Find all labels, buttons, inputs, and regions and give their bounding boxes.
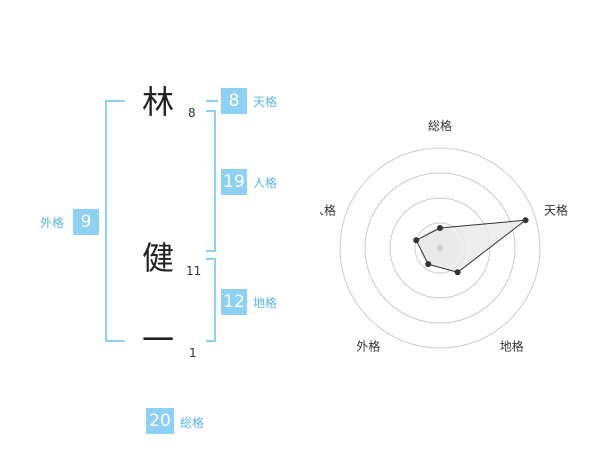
- radar-axis-label: 地格: [500, 339, 524, 354]
- radar-axis-label: 天格: [544, 202, 568, 217]
- radar-ring: [364, 172, 516, 324]
- name-char-1: 林: [142, 83, 175, 121]
- radar-point-1: [437, 225, 443, 231]
- tenkaku-label: 天格: [253, 95, 278, 109]
- radar-axis-label: 人格: [320, 202, 336, 217]
- chikaku-value: 12: [221, 289, 247, 315]
- jinkaku-value: 19: [221, 169, 247, 195]
- name-char-3: 一: [142, 321, 175, 359]
- name-char-2: 健: [142, 239, 175, 277]
- radar-axis-label: 総格: [428, 118, 452, 133]
- tenkaku-bracket: [206, 100, 218, 102]
- radar-point-5: [413, 237, 420, 244]
- gaikaku-value: 9: [73, 209, 99, 235]
- radar-series-area: [415, 219, 528, 273]
- soukaku-value: 20: [146, 408, 174, 434]
- stroke-count-1: 8: [188, 106, 196, 120]
- radar-ring: [339, 147, 541, 349]
- radar-point-3: [454, 269, 461, 276]
- gaikaku-label: 外格: [40, 216, 65, 230]
- tenkaku-value: 8: [221, 88, 247, 114]
- stroke-count-2: 11: [186, 264, 202, 278]
- stroke-count-3: 1: [189, 346, 197, 360]
- chikaku-label: 地格: [253, 296, 278, 310]
- radar-axis-label: 外格: [356, 339, 380, 354]
- radar-point-2: [522, 217, 529, 224]
- chikaku-bracket: [206, 258, 216, 342]
- gaikaku-bracket: [105, 100, 125, 342]
- radar-point-4: [425, 261, 432, 268]
- radar-center-point: [437, 245, 443, 251]
- jinkaku-label: 人格: [253, 176, 278, 190]
- soukaku-label: 総格: [180, 416, 205, 430]
- jinkaku-bracket: [206, 110, 216, 252]
